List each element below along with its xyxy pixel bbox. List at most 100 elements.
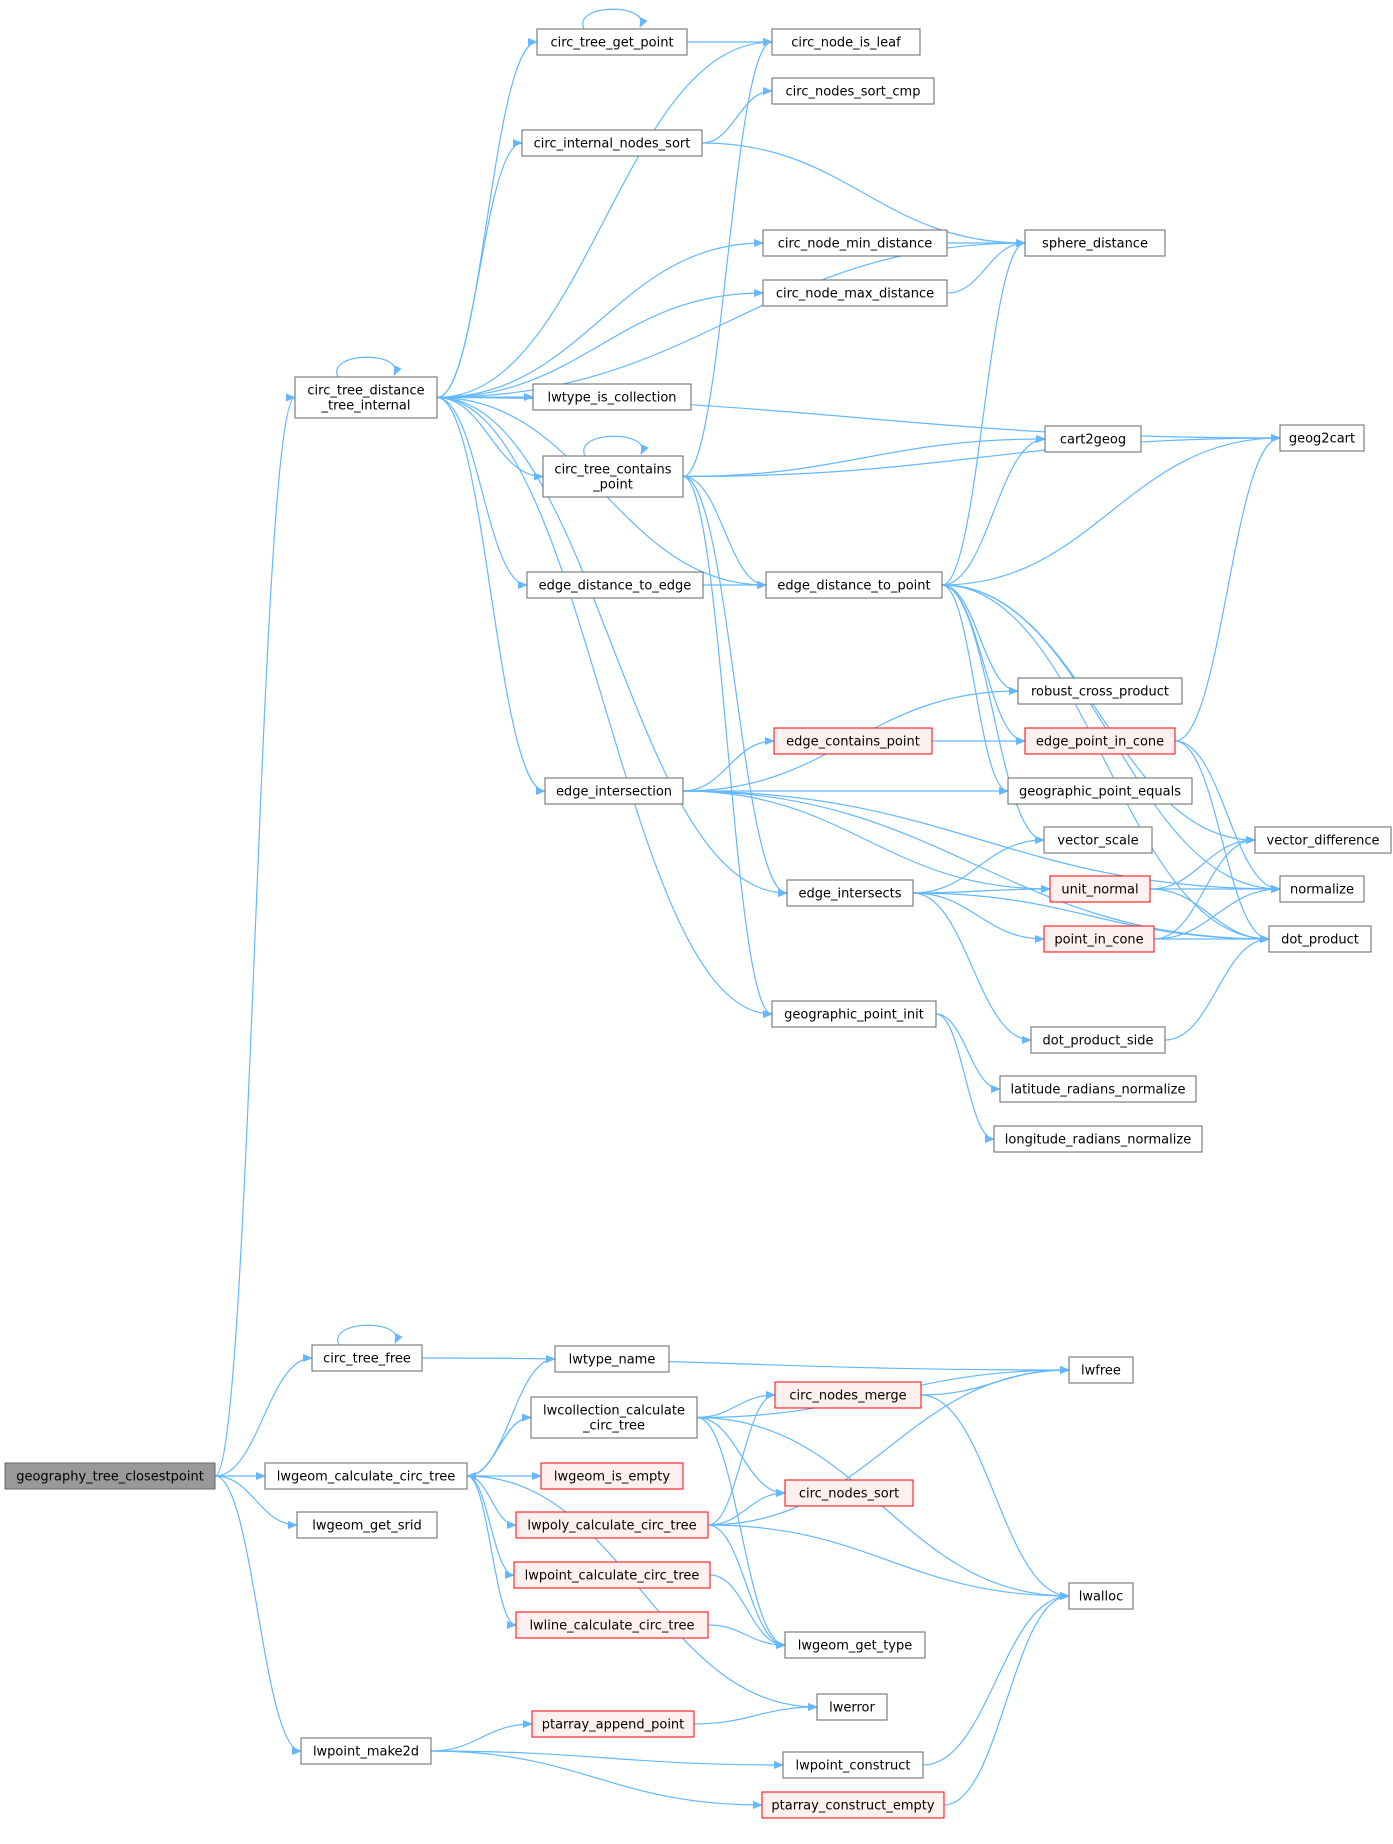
node-latitude-radians-normalize[interactable]: latitude_radians_normalize — [999, 1075, 1197, 1103]
node-box — [296, 1511, 438, 1539]
edge-circ-tree-distance-tree-internal-to-circ-tree-distance-tree-internal — [336, 356, 402, 378]
node-box — [762, 279, 948, 307]
node-lwtype-is-collection[interactable]: lwtype_is_collection — [532, 383, 692, 411]
node-box — [993, 1125, 1203, 1153]
node-circ-tree-get-point[interactable]: circ_tree_get_point — [536, 28, 688, 56]
edge-circ-internal-nodes-sort-to-sphere-distance — [701, 142, 1026, 247]
node-lwgeom-is-empty[interactable]: lwgeom_is_empty — [540, 1462, 684, 1490]
edge-circ-internal-nodes-sort-to-circ-nodes-sort-cmp — [701, 87, 773, 144]
node-box — [264, 1462, 468, 1490]
node-circ-nodes-sort[interactable]: circ_nodes_sort — [784, 1479, 914, 1507]
node-lwtype-name[interactable]: lwtype_name — [554, 1345, 670, 1373]
node-box — [311, 1344, 423, 1372]
node-label: edge_distance_to_edge — [539, 579, 692, 594]
node-circ-node-min-distance[interactable]: circ_node_min_distance — [762, 229, 948, 257]
node-lwline-calculate-circ-tree[interactable]: lwline_calculate_circ_tree — [515, 1611, 709, 1639]
node-sphere-distance[interactable]: sphere_distance — [1024, 229, 1166, 257]
node-label: vector_difference — [1267, 834, 1380, 849]
edge-circ-tree-free-to-lwfree — [421, 1357, 1070, 1374]
edge-circ-tree-contains-point-to-circ-node-is-leaf — [682, 38, 773, 478]
node-circ-nodes-sort-cmp[interactable]: circ_nodes_sort_cmp — [771, 77, 935, 105]
edge-lwpoly-calculate-circ-tree-to-lwgeom-get-type — [707, 1524, 786, 1649]
node-point-in-cone[interactable]: point_in_cone — [1043, 925, 1155, 953]
node-box — [1279, 875, 1365, 903]
node-label: lwpoint_calculate_circ_tree — [525, 1569, 700, 1584]
node-box — [515, 1511, 709, 1539]
node-circ-node-max-distance[interactable]: circ_node_max_distance — [762, 279, 948, 307]
node-lwpoly-calculate-circ-tree[interactable]: lwpoly_calculate_circ_tree — [515, 1511, 709, 1539]
node-lwalloc[interactable]: lwalloc — [1068, 1582, 1134, 1610]
edge-edge-distance-to-point-to-geographic-point-equals — [941, 584, 1009, 795]
node-ptarray-append-point[interactable]: ptarray_append_point — [531, 1710, 695, 1738]
node-lwpoint-calculate-circ-tree[interactable]: lwpoint_calculate_circ_tree — [513, 1561, 711, 1589]
node-lwerror[interactable]: lwerror — [816, 1693, 888, 1721]
edge-point-in-cone-to-normalize — [1153, 885, 1281, 940]
edge-lwcollection-calculate-circ-tree-to-circ-nodes-merge — [696, 1391, 776, 1419]
node-edge-distance-to-edge[interactable]: edge_distance_to_edge — [526, 571, 704, 599]
node-vector-scale[interactable]: vector_scale — [1043, 826, 1153, 854]
node-circ-node-is-leaf[interactable]: circ_node_is_leaf — [771, 28, 921, 56]
node-box — [1030, 1026, 1166, 1054]
edge-geographic-point-init-to-latitude-radians-normalize — [935, 1013, 1001, 1093]
edge-edge-intersection-to-dot-product — [682, 790, 1270, 943]
edge-circ-tree-distance-tree-internal-to-circ-node-min-distance — [436, 239, 764, 399]
edge-lwpoint-make2d-to-ptarray-append-point — [430, 1720, 533, 1752]
node-box — [765, 571, 943, 599]
node-label: geographic_point_init — [784, 1008, 924, 1023]
node-vector-difference[interactable]: vector_difference — [1254, 826, 1392, 854]
node-edge-intersection[interactable]: edge_intersection — [544, 777, 684, 805]
node-edge-intersects[interactable]: edge_intersects — [786, 879, 914, 907]
node-box — [515, 1611, 709, 1639]
node-lwpoint-make2d[interactable]: lwpoint_make2d — [300, 1737, 432, 1765]
edge-edge-intersection-to-unit-normal — [682, 790, 1051, 893]
edge-circ-tree-free-to-circ-tree-free — [337, 1324, 403, 1346]
node-unit-normal[interactable]: unit_normal — [1049, 875, 1151, 903]
node-geographic-point-equals[interactable]: geographic_point_equals — [1007, 777, 1193, 805]
node-circ-tree-contains-point[interactable]: circ_tree_contains_point — [542, 455, 684, 498]
node-box — [1044, 425, 1142, 453]
edge-lwpoly-calculate-circ-tree-to-lwalloc — [707, 1524, 1070, 1600]
node-label: normalize — [1290, 883, 1354, 898]
node-circ-tree-distance-tree-internal[interactable]: circ_tree_distance_tree_internal — [294, 376, 438, 419]
node-dot-product-side[interactable]: dot_product_side — [1030, 1026, 1166, 1054]
node-circ-internal-nodes-sort[interactable]: circ_internal_nodes_sort — [521, 129, 703, 157]
node-lwcollection-calculate-circ-tree[interactable]: lwcollection_calculate_circ_tree — [530, 1396, 698, 1439]
node-box — [1049, 875, 1151, 903]
node-geography-tree-closestpoint[interactable]: geography_tree_closestpoint — [4, 1462, 216, 1490]
edge-circ-tree-distance-tree-internal-to-edge-intersection — [436, 396, 546, 795]
node-robust-cross-product[interactable]: robust_cross_product — [1017, 677, 1183, 705]
node-label: _point — [592, 478, 633, 493]
node-longitude-radians-normalize[interactable]: longitude_radians_normalize — [993, 1125, 1203, 1153]
node-label: circ_tree_free — [323, 1352, 411, 1367]
node-circ-tree-free[interactable]: circ_tree_free — [311, 1344, 423, 1372]
edge-geography-tree-closestpoint-to-circ-tree-free — [214, 1354, 313, 1477]
edge-circ-tree-distance-tree-internal-to-circ-node-max-distance — [436, 289, 764, 399]
node-label: lwfree — [1081, 1364, 1121, 1379]
node-lwpoint-construct[interactable]: lwpoint_construct — [782, 1751, 924, 1779]
node-box — [774, 1381, 922, 1409]
node-lwgeom-get-srid[interactable]: lwgeom_get_srid — [296, 1511, 438, 1539]
node-label: ptarray_append_point — [542, 1718, 685, 1733]
node-lwgeom-calculate-circ-tree[interactable]: lwgeom_calculate_circ_tree — [264, 1462, 468, 1490]
edge-geography-tree-closestpoint-to-circ-tree-distance-tree-internal — [214, 393, 296, 1477]
node-label: edge_point_in_cone — [1036, 735, 1164, 750]
node-cart2geog[interactable]: cart2geog — [1044, 425, 1142, 453]
edge-lwcollection-calculate-circ-tree-to-lwgeom-calculate-circ-tree — [466, 1416, 532, 1480]
node-geog2cart[interactable]: geog2cart — [1279, 424, 1365, 452]
node-lwfree[interactable]: lwfree — [1068, 1356, 1134, 1384]
edge-circ-tree-contains-point-to-geographic-point-init — [682, 475, 773, 1018]
node-ptarray-construct-empty[interactable]: ptarray_construct_empty — [761, 1791, 945, 1819]
node-edge-contains-point[interactable]: edge_contains_point — [773, 727, 933, 755]
node-label: circ_node_min_distance — [778, 237, 933, 252]
node-edge-distance-to-point[interactable]: edge_distance_to_point — [765, 571, 943, 599]
node-label: lwtype_is_collection — [547, 391, 676, 406]
node-circ-nodes-merge[interactable]: circ_nodes_merge — [774, 1381, 922, 1409]
node-normalize[interactable]: normalize — [1279, 875, 1365, 903]
edge-edge-intersection-to-edge-contains-point — [682, 737, 775, 792]
node-geographic-point-init[interactable]: geographic_point_init — [771, 1000, 937, 1028]
node-lwgeom-get-type[interactable]: lwgeom_get_type — [784, 1631, 926, 1659]
node-dot-product[interactable]: dot_product — [1268, 925, 1372, 953]
edge-point-in-cone-to-vector-difference — [1153, 836, 1256, 940]
edge-circ-tree-contains-point-to-circ-tree-contains-point — [583, 435, 649, 457]
node-edge-point-in-cone[interactable]: edge_point_in_cone — [1024, 727, 1176, 755]
